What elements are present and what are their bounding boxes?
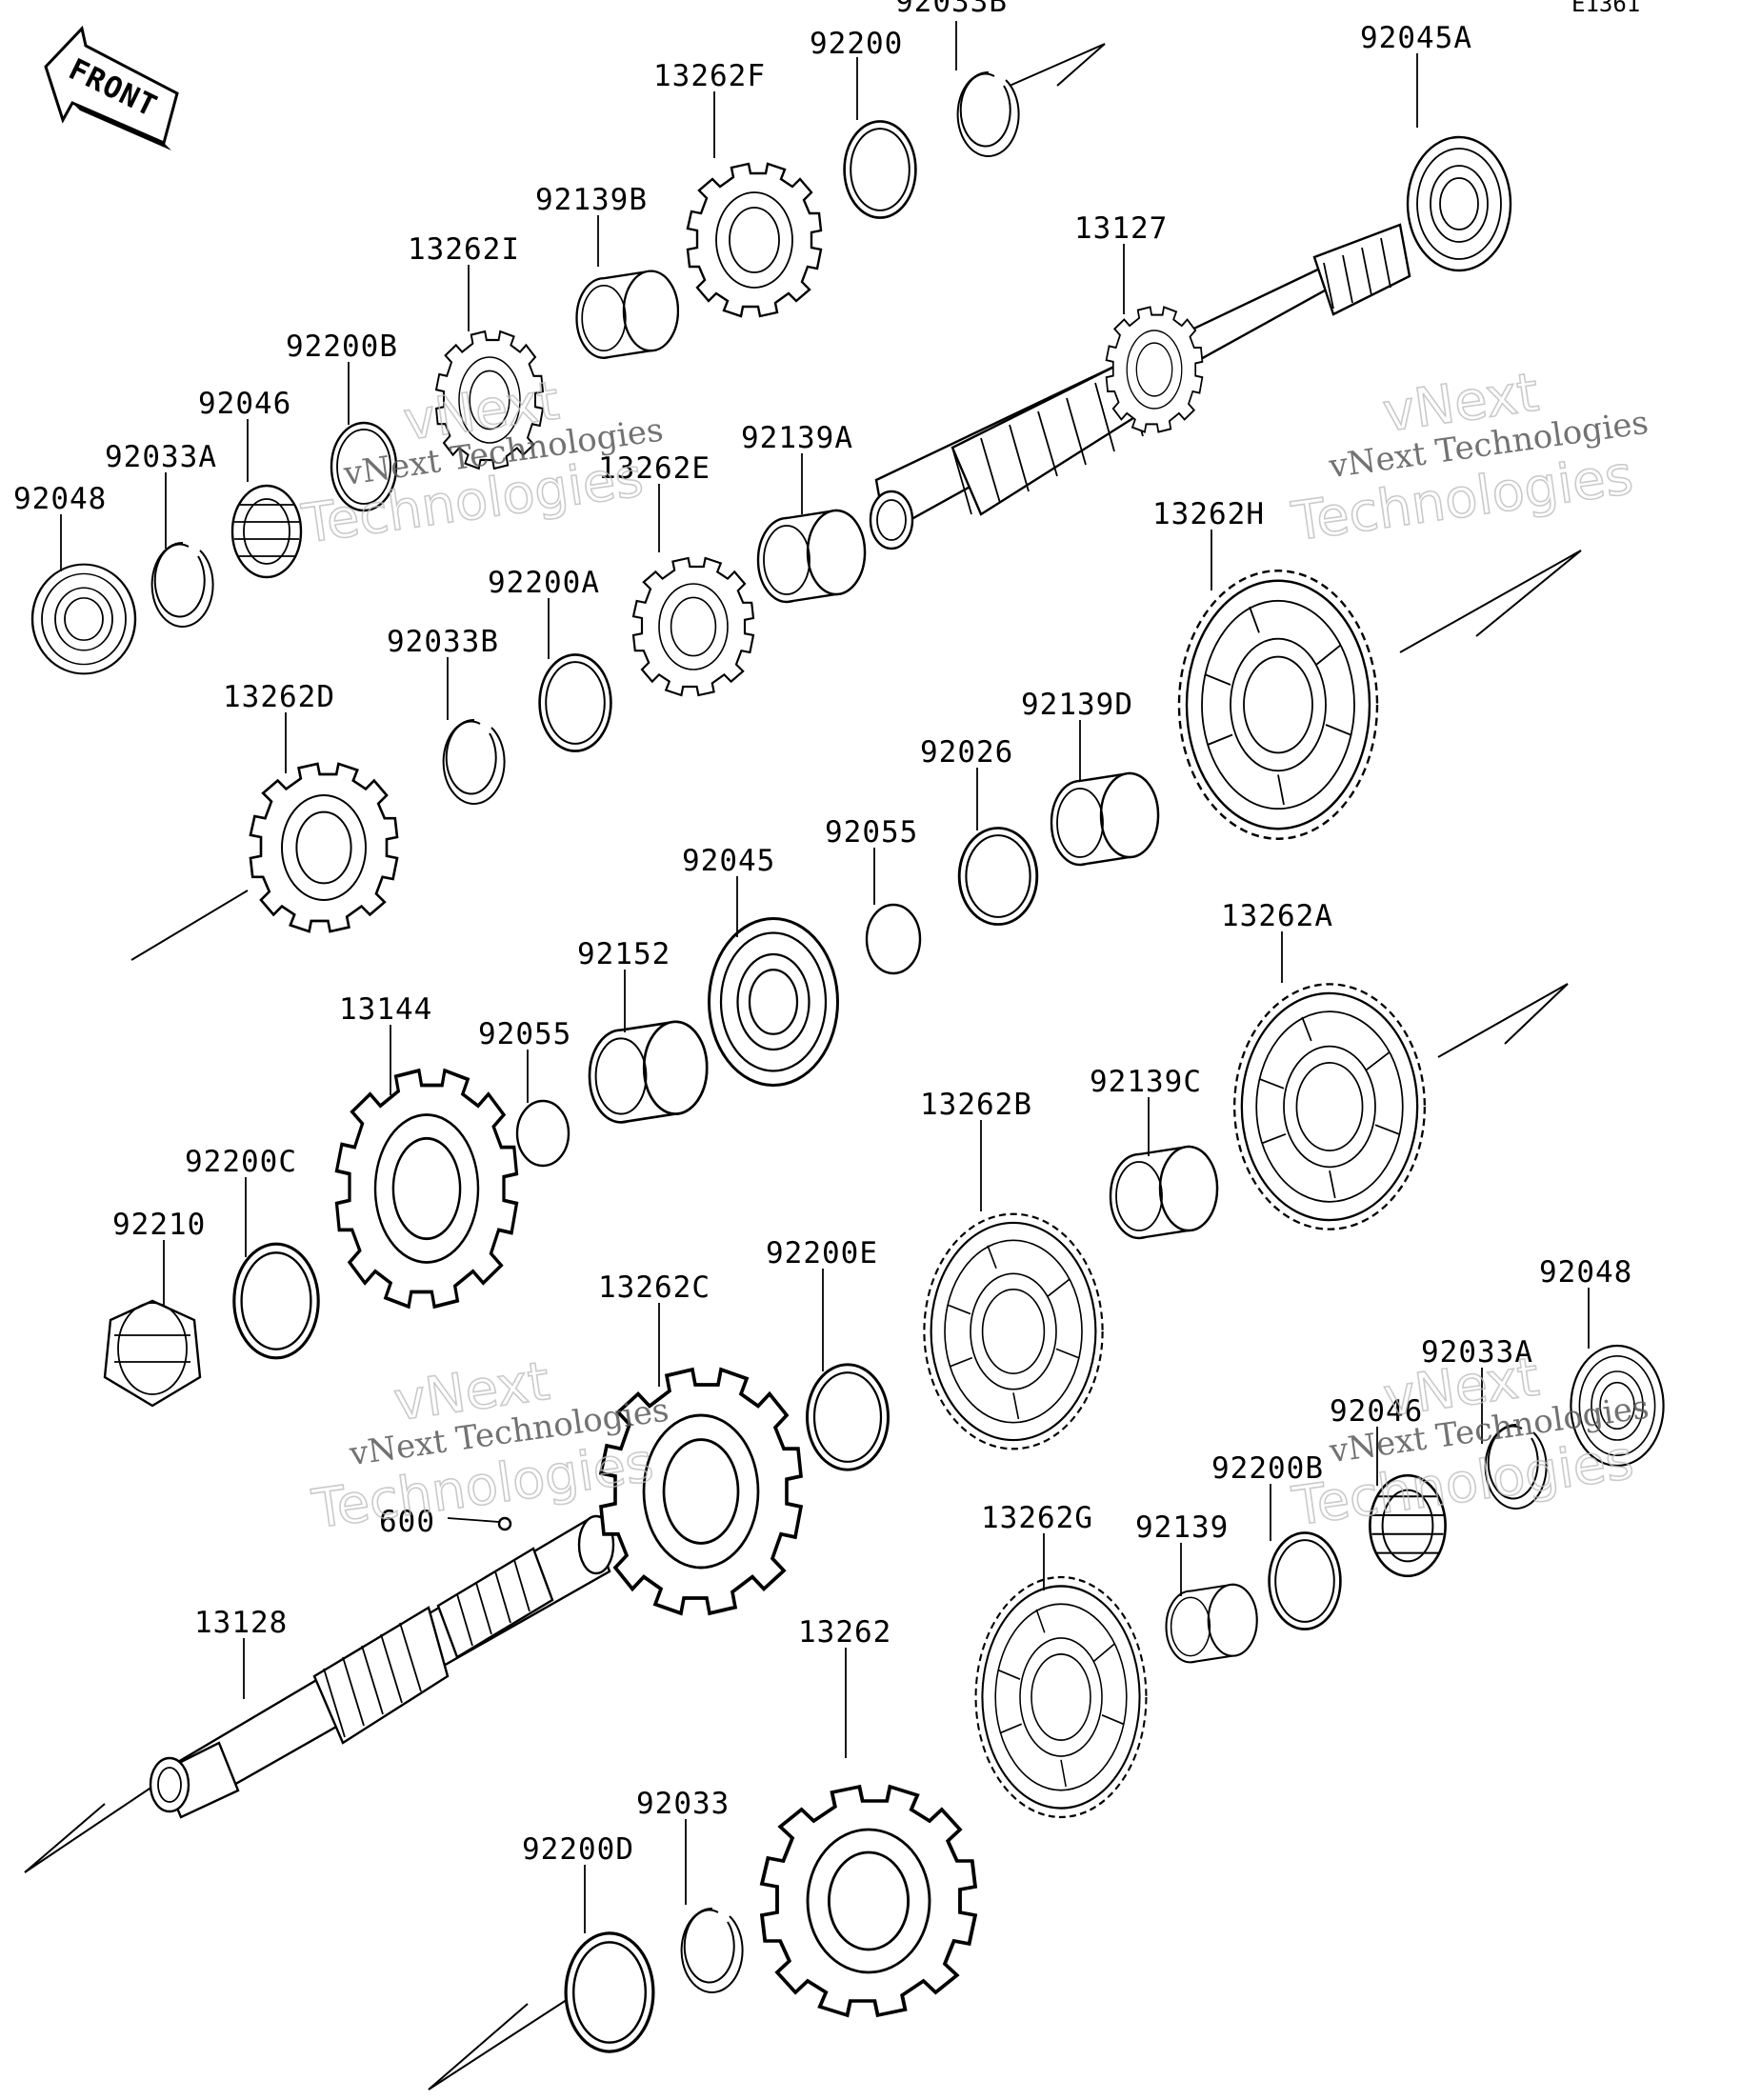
- label-92026: 92026: [920, 735, 1013, 770]
- diagram-code: E1361: [1571, 0, 1640, 17]
- bushing-92139d: [1050, 771, 1160, 867]
- label-13262c: 13262C: [598, 1270, 710, 1305]
- label-13262d: 13262D: [223, 680, 335, 714]
- bearing-92045a: [1406, 135, 1512, 272]
- label-13128: 13128: [194, 1606, 288, 1640]
- label-92033b-top: 92033B: [895, 0, 1008, 19]
- bushing-92139a: [756, 509, 867, 604]
- bearing-92048-top: [30, 563, 137, 675]
- gear-13262f: [686, 162, 823, 318]
- label-92033b: 92033B: [387, 625, 499, 659]
- bushing-92152: [588, 1020, 709, 1124]
- label-13262e: 13262E: [598, 451, 710, 486]
- sprocket-13144: [334, 1069, 519, 1309]
- label-13262f: 13262F: [653, 59, 766, 93]
- washer-92026: [957, 826, 1039, 927]
- gear-13262g: [974, 1575, 1148, 1819]
- gear-13127-integral: [1105, 306, 1204, 433]
- needle-bearing-92046-top: [230, 484, 303, 579]
- bearing-92045: [708, 917, 839, 1087]
- bushing-92139b: [575, 270, 680, 359]
- gear-13262b: [923, 1212, 1104, 1450]
- gear-13262a: [1233, 983, 1426, 1230]
- bushing-92139: [1165, 1583, 1258, 1664]
- label-92033a: 92033A: [1421, 1335, 1533, 1370]
- label-92152: 92152: [577, 937, 670, 971]
- o-ring-92055: [515, 1099, 570, 1168]
- label-92200b: 92200B: [1211, 1451, 1324, 1486]
- washer-92200: [843, 120, 917, 219]
- label-13262a: 13262A: [1221, 899, 1333, 933]
- circlip-92033b: [442, 718, 506, 805]
- label-600: 600: [379, 1505, 435, 1539]
- gear-13262e: [631, 556, 755, 697]
- label-92045: 92045: [682, 844, 775, 878]
- bushing-92139c: [1109, 1145, 1219, 1240]
- label-13262b: 13262B: [920, 1088, 1032, 1122]
- label-92200: 92200: [810, 27, 903, 61]
- o-ring-92055-top: [865, 903, 922, 975]
- front-arrow-icon: FRONT: [44, 25, 179, 150]
- nut-92210: [103, 1299, 202, 1408]
- label-92055: 92055: [478, 1017, 571, 1051]
- gear-13262d: [249, 762, 399, 933]
- part-labels: 92033B 92045A 92200 13262F 92139B 13127 …: [13, 0, 1632, 1867]
- washer-92200b: [1268, 1531, 1342, 1630]
- label-92033: 92033: [636, 1787, 730, 1821]
- label-13262h: 13262H: [1152, 497, 1265, 531]
- washer-92200a: [538, 653, 612, 752]
- label-13262g: 13262G: [981, 1501, 1093, 1535]
- label-13127: 13127: [1074, 211, 1168, 246]
- label-92046: 92046: [1330, 1394, 1423, 1429]
- gear-13262h: [1177, 570, 1379, 840]
- label-92046-top: 92046: [198, 387, 291, 421]
- label-13262: 13262: [798, 1615, 891, 1650]
- circlip-92033: [680, 1907, 744, 1993]
- label-92139: 92139: [1135, 1510, 1229, 1545]
- label-92200d: 92200D: [522, 1832, 634, 1867]
- label-92048-top: 92048: [13, 482, 107, 516]
- label-92200b-top: 92200B: [286, 330, 398, 364]
- label-92200a: 92200A: [488, 566, 600, 600]
- axis-lines: [24, 43, 1582, 2090]
- washer-92200d: [564, 1931, 655, 2053]
- gear-13262: [760, 1785, 977, 2017]
- label-13262i: 13262I: [408, 232, 520, 267]
- circlip-92033a-top: [150, 541, 214, 628]
- label-92200e: 92200E: [766, 1236, 878, 1270]
- watermarks: vNext vNext Technologies Technologies vN…: [297, 361, 1651, 1542]
- label-92200c: 92200C: [185, 1145, 297, 1179]
- label-92048: 92048: [1539, 1255, 1632, 1290]
- leader-lines: [60, 21, 1590, 1933]
- label-92139d: 92139D: [1021, 688, 1133, 722]
- label-92055-top: 92055: [825, 815, 918, 850]
- circlip-92033b-top: [956, 70, 1020, 157]
- label-13144: 13144: [339, 992, 432, 1027]
- label-92139a: 92139A: [741, 421, 853, 455]
- label-92139b: 92139B: [535, 183, 648, 217]
- label-92139c: 92139C: [1090, 1065, 1202, 1099]
- label-92045a: 92045A: [1360, 21, 1472, 55]
- washer-92200e: [806, 1363, 890, 1471]
- washer-92200c: [232, 1242, 320, 1360]
- label-92033a-top: 92033A: [105, 440, 217, 474]
- label-92210: 92210: [112, 1208, 206, 1242]
- shaft-13128-drawing: [149, 1514, 615, 1819]
- ball-600: [497, 1516, 512, 1531]
